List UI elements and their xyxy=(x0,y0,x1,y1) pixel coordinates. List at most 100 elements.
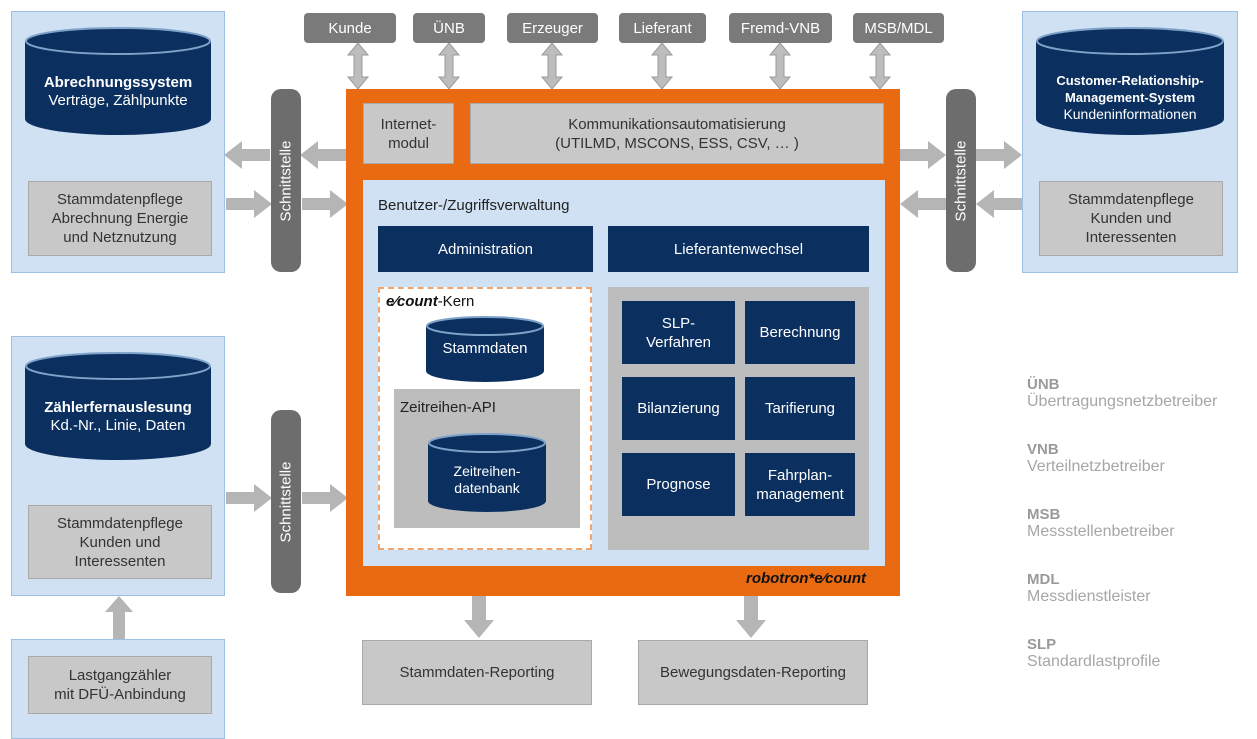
legend-item: MDL Messdienstleister xyxy=(1027,571,1253,636)
supplier-change-box: Lieferantenwechsel xyxy=(608,226,869,272)
database-cylinder xyxy=(25,27,211,135)
legend-abbr: MDL xyxy=(1027,571,1060,588)
box-line: Lastgangzähler xyxy=(68,667,172,684)
arrow-down xyxy=(464,596,494,638)
communication-automation: Kommunikationsautomatisierung (UTILMD, M… xyxy=(470,103,884,164)
module-fahrplan: Fahrplan- management xyxy=(745,453,855,516)
db-title: Management-System xyxy=(1064,90,1196,105)
double-arrow-vertical xyxy=(437,42,461,90)
ecount-core-area: e⁄count-Kern Stammdaten Zeitreihen-API Z… xyxy=(378,287,592,550)
modules-area: SLP- Verfahren Berechnung Bilanzierung T… xyxy=(608,287,869,550)
db-subtitle: Kd.-Nr., Linie, Daten xyxy=(50,417,186,434)
interface-bar-right: Schnittstelle xyxy=(946,89,976,272)
box-line: Stammdatenpflege xyxy=(1068,191,1194,208)
user-access-area: Benutzer-/Zugriffsverwaltung Administrat… xyxy=(363,180,885,566)
database-cylinder xyxy=(426,316,544,382)
double-arrow-vertical xyxy=(650,42,674,90)
interface-bar-left-mid: Schnittstelle xyxy=(271,410,301,593)
module-prognose: Prognose xyxy=(622,453,735,516)
legend-full: Übertragungsnetzbetreiber xyxy=(1027,393,1218,410)
arrow-right xyxy=(302,484,348,512)
billing-system-panel: Abrechnungssystem Verträge, Zählpunkte S… xyxy=(11,11,225,273)
box-line: modul xyxy=(388,134,429,152)
legend-abbr: MSB xyxy=(1027,506,1061,523)
box-line: und Netznutzung xyxy=(63,229,177,246)
db-title: Zählerfernauslesung xyxy=(44,399,192,416)
brand-count: count xyxy=(396,293,438,310)
module-berechnung: Berechnung xyxy=(745,301,855,364)
box-line: Kunden und xyxy=(79,533,161,551)
interface-label: Schnittstelle xyxy=(952,140,970,221)
brand-slash: ⁄ xyxy=(394,293,397,310)
label-line: Zeitreihen- xyxy=(453,463,521,479)
interface-bar-left-top: Schnittstelle xyxy=(271,89,301,272)
box-line: Interessenten xyxy=(1085,229,1177,246)
arrow-right xyxy=(226,484,272,512)
db-title: Abrechnungssystem xyxy=(43,74,193,91)
meter-reading-panel: Zählerfernauslesung Kd.-Nr., Linie, Date… xyxy=(11,336,225,596)
legend-full: Messdienstleister xyxy=(1027,588,1151,605)
module-line: SLP- xyxy=(661,314,696,332)
arrow-right xyxy=(226,190,272,218)
legend-item: ÜNB Übertragungsnetzbetreiber xyxy=(1027,376,1253,441)
double-arrow-vertical xyxy=(346,42,370,90)
brand-suffix: -Kern xyxy=(437,293,475,310)
legend-abbr: ÜNB xyxy=(1027,376,1060,393)
load-meter-box: Lastgangzähler mit DFÜ-Anbindung xyxy=(28,656,212,714)
box-line: Stammdatenpflege xyxy=(57,514,183,532)
database-cylinder xyxy=(428,433,546,512)
load-profile-meter-panel: Lastgangzähler mit DFÜ-Anbindung xyxy=(11,639,225,739)
legend-full: Standardlastprofile xyxy=(1027,653,1161,670)
arrow-right xyxy=(302,190,348,218)
box-line: Kunden und xyxy=(1090,210,1172,227)
brand-slash: ⁄ xyxy=(822,570,826,587)
box-line: (UTILMD, MSCONS, ESS, CSV, … ) xyxy=(555,134,799,152)
database-cylinder xyxy=(1036,27,1224,135)
administration-box: Administration xyxy=(378,226,593,272)
db-subtitle: Verträge, Zählpunkte xyxy=(48,92,188,109)
arrow-left xyxy=(900,190,946,218)
internet-module: Internet- modul xyxy=(363,103,454,164)
legend: ÜNB Übertragungsnetzbetreiber VNB Vertei… xyxy=(1027,376,1253,701)
arrow-left xyxy=(976,190,1022,218)
box-line: Interessenten xyxy=(74,552,166,570)
box-line: Kommunikationsautomatisierung xyxy=(568,115,786,133)
role-msb-mdl: MSB/MDL xyxy=(853,13,944,43)
movement-data-reporting: Bewegungsdaten-Reporting xyxy=(638,640,868,705)
legend-full: Verteilnetzbetreiber xyxy=(1027,458,1165,475)
legend-abbr: SLP xyxy=(1027,636,1057,653)
time-series-api-box: Zeitreihen-API Zeitreihen- datenbank xyxy=(394,389,580,528)
arrow-up xyxy=(105,596,133,640)
brand-suffix: count xyxy=(825,570,866,587)
legend-full: Messstellenbetreiber xyxy=(1027,523,1175,540)
module-line: management xyxy=(756,485,844,503)
arrow-left xyxy=(224,141,270,169)
double-arrow-vertical xyxy=(868,42,892,90)
double-arrow-vertical xyxy=(540,42,564,90)
time-series-db-label: Zeitreihen- datenbank xyxy=(428,463,546,497)
legend-abbr: VNB xyxy=(1027,441,1059,458)
master-data-box: Stammdatenpflege Kunden und Interessente… xyxy=(1039,181,1223,256)
interface-label: Schnittstelle xyxy=(277,140,295,221)
box-line: mit DFÜ-Anbindung xyxy=(54,686,186,703)
arrow-right xyxy=(976,141,1022,169)
box-line: Stammdatenpflege xyxy=(57,191,183,208)
legend-item: SLP Standardlastprofile xyxy=(1027,636,1253,701)
core-title: e⁄count-Kern xyxy=(386,293,474,310)
label-line: datenbank xyxy=(454,480,520,496)
brand-prefix: robotron*e xyxy=(745,570,823,587)
crm-panel: Customer-Relationship- Management-System… xyxy=(1022,11,1238,273)
interface-label: Schnittstelle xyxy=(277,461,295,542)
double-arrow-vertical xyxy=(768,42,792,90)
db-title: Customer-Relationship- xyxy=(1056,73,1204,88)
master-data-box: Stammdatenpflege Abrechnung Energie und … xyxy=(28,181,212,256)
module-bilanzierung: Bilanzierung xyxy=(622,377,735,440)
master-data-box: Stammdatenpflege Kunden und Interessente… xyxy=(28,505,212,579)
arrow-down xyxy=(736,596,766,638)
arrow-left xyxy=(300,141,346,169)
database-cylinder xyxy=(25,352,211,460)
module-slp: SLP- Verfahren xyxy=(622,301,735,364)
role-fremd-vnb: Fremd-VNB xyxy=(729,13,832,43)
brand-e: e xyxy=(386,293,395,310)
stammdaten-label: Stammdaten xyxy=(442,340,528,357)
